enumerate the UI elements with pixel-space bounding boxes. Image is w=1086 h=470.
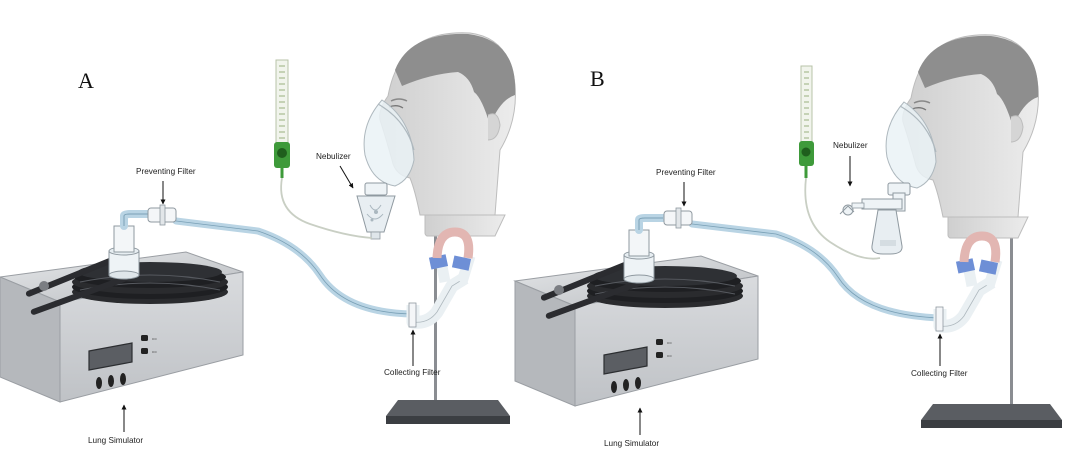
label-collecting-filter: Collecting Filter	[911, 369, 968, 378]
label-lung-simulator: Lung Simulator	[604, 439, 659, 448]
label-preventing-filter: Preventing Filter	[136, 167, 196, 176]
face-mask	[363, 99, 415, 187]
preventing-filter	[663, 207, 693, 229]
arrow-nebulizer	[339, 165, 354, 189]
face-mask	[885, 101, 937, 189]
panel-letter: A	[78, 68, 94, 93]
lung-simulator	[515, 218, 758, 406]
label-collecting-filter: Collecting Filter	[384, 368, 441, 377]
ring-stand	[921, 225, 1062, 428]
collecting-filter	[406, 227, 476, 329]
ring-stand	[386, 223, 510, 424]
flowmeter	[274, 59, 373, 239]
panel-b: B	[515, 34, 1062, 448]
nebulizer-device	[356, 182, 396, 240]
label-nebulizer: Nebulizer	[833, 141, 868, 150]
label-nebulizer: Nebulizer	[316, 152, 351, 161]
panel-a: A	[0, 32, 517, 445]
nebulizer-device	[839, 182, 911, 255]
flowmeter	[799, 65, 881, 260]
preventing-filter	[147, 204, 177, 226]
panel-letter: B	[590, 66, 605, 91]
label-lung-simulator: Lung Simulator	[88, 436, 143, 445]
lung-simulator	[0, 214, 243, 402]
label-preventing-filter: Preventing Filter	[656, 168, 716, 177]
collecting-filter	[933, 231, 1003, 333]
